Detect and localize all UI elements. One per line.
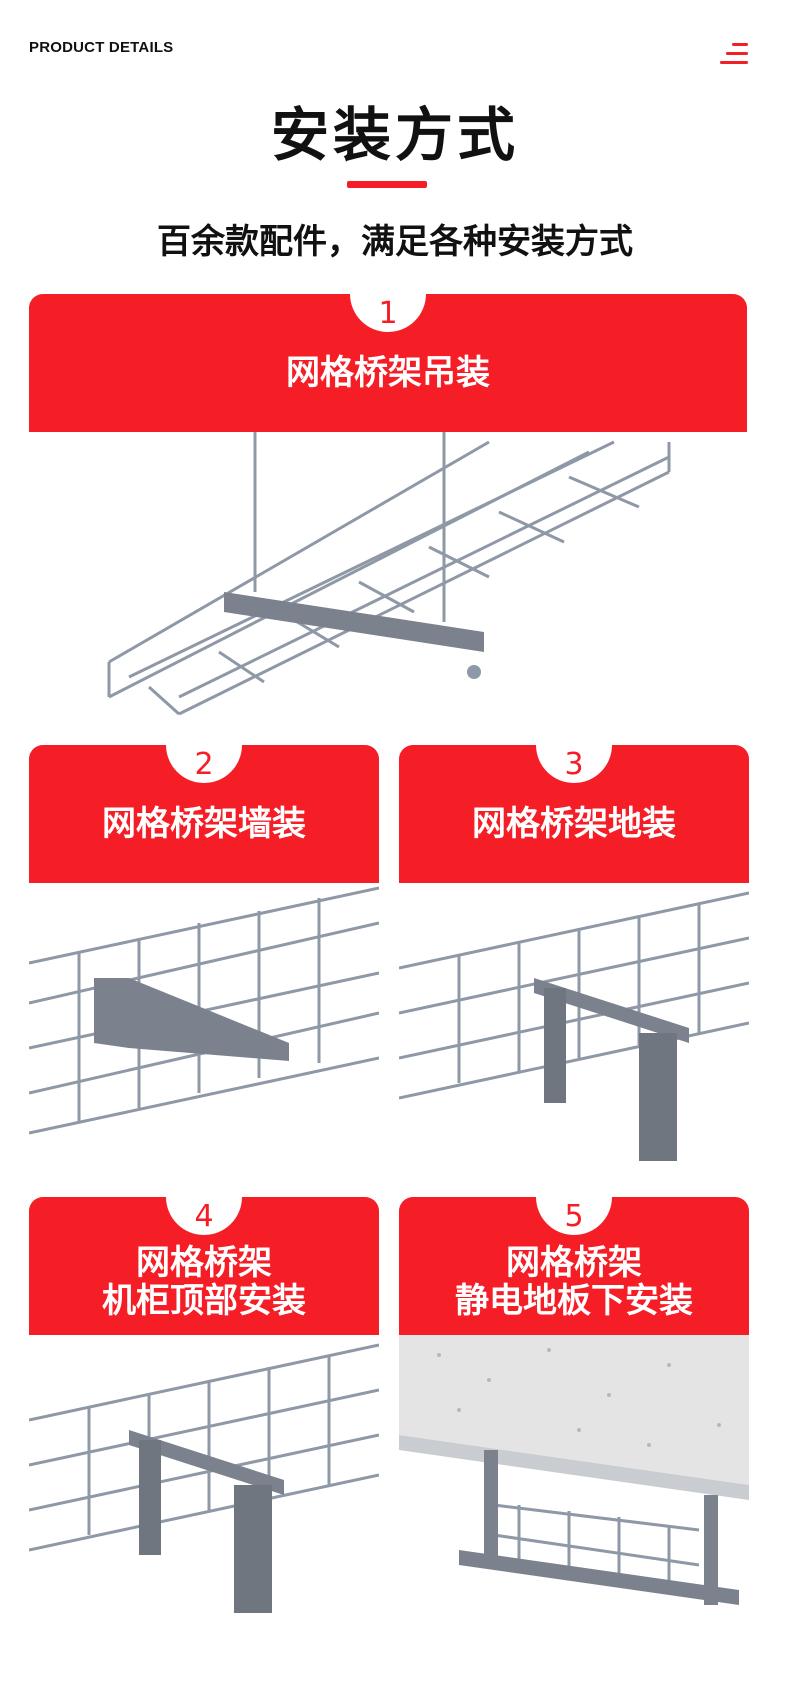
card-number: 4 (194, 1199, 214, 1234)
section-eyebrow: PRODUCT DETAILS (29, 39, 174, 56)
wall-mount-illustration (29, 886, 379, 1135)
install-card-5: 网格桥架 静电地板下安装 5 (399, 1197, 749, 1627)
card-number: 1 (378, 296, 398, 331)
cabinet-top-illustration (29, 1343, 379, 1613)
page-title: 安装方式 (270, 101, 519, 169)
menu-lines-icon[interactable] (720, 42, 750, 66)
card-title: 网格桥架吊装 (286, 353, 490, 393)
card-number: 5 (564, 1199, 584, 1234)
page-subtitle: 百余款配件，满足各种安装方式 (157, 222, 633, 262)
install-card-2: 网格桥架墙装 2 (29, 745, 379, 1175)
card-title: 网格桥架 静电地板下安装 (455, 1243, 693, 1321)
card-title: 网格桥架 机柜顶部安装 (102, 1243, 306, 1321)
card-number: 3 (564, 747, 584, 782)
card-title: 网格桥架墙装 (102, 804, 306, 844)
floor-mount-illustration (399, 891, 749, 1161)
card-title: 网格桥架地装 (472, 804, 676, 844)
install-card-4: 网格桥架 机柜顶部安装 4 (29, 1197, 379, 1627)
install-card-3: 网格桥架地装 3 (399, 745, 749, 1175)
card-number: 2 (194, 747, 214, 782)
install-card-1: 网格桥架吊装 1 (29, 294, 747, 724)
title-divider (347, 181, 427, 188)
raised-floor-illustration (399, 1335, 749, 1605)
ceiling-suspension-illustration (29, 432, 747, 724)
